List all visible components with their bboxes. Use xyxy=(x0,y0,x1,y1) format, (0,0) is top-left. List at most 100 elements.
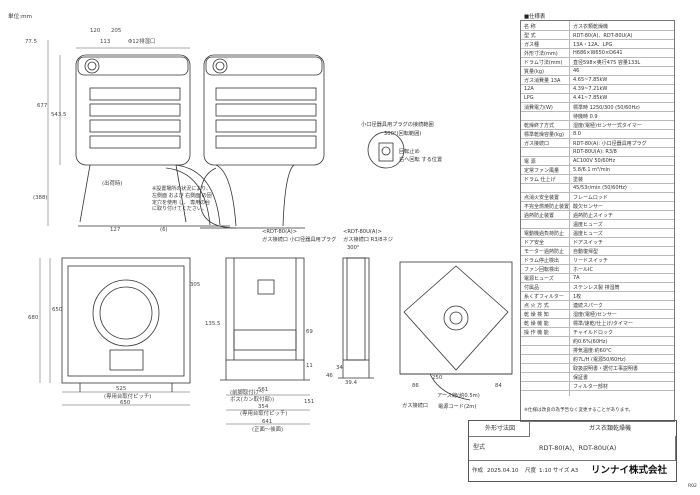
label-gas-inlet: ガス接続口 xyxy=(402,403,428,409)
spec-row: 排気温度:約60℃ xyxy=(521,345,674,355)
spec-row: 消費電力(W)標準時 1250/300 (50/60Hz) xyxy=(521,102,674,112)
mounting-note: ※設置場所の状況により、 左側面 および 右側面 の固定穴を使用 し、 専用の台… xyxy=(152,186,212,213)
size-label: サイズ xyxy=(553,468,570,474)
dim-388: (388) xyxy=(33,195,48,201)
dim-84: 84 xyxy=(495,383,502,389)
dim-77: 77.5 xyxy=(25,39,38,45)
model-label: 型式 xyxy=(473,444,486,451)
spec-row: フィルター部材 xyxy=(521,381,674,391)
spec-row: 乾 燥 検 知湿度(電極)センサー xyxy=(521,309,674,319)
spec-row: 名 称ガス衣類乾燥機 xyxy=(521,21,674,31)
spec-row: 点 火 方 式連続スパーク xyxy=(521,300,674,310)
model-names: RDT-80(A)、RDT-80U(A) xyxy=(539,444,617,452)
dim-680: 680 xyxy=(28,315,39,321)
spec-row: ドア安全ドアスイッチ xyxy=(521,237,674,247)
dim-46: 46 xyxy=(326,373,333,379)
dim-677: 677 xyxy=(37,103,48,109)
date-label: 作成 xyxy=(472,468,484,474)
date-value: 2025.04.10 xyxy=(487,468,519,474)
label-power-cord: 電源コード(2m) xyxy=(438,404,477,410)
spec-row: 温度ヒューズ xyxy=(521,219,674,229)
dim-354: 354 xyxy=(258,404,269,410)
dim-127: 127 xyxy=(110,227,121,233)
label-300deg: 300° xyxy=(347,245,360,251)
spec-row: ドラム 仕上げ塗装 xyxy=(521,174,674,184)
plug-angle: 300°(回転範囲) xyxy=(384,131,422,137)
dim-641: 641 xyxy=(262,419,273,425)
spec-row: 保証書 xyxy=(521,372,674,382)
spec-row: 不完全燃焼防止装置酸欠センサー xyxy=(521,201,674,211)
spec-row: 乾燥終了方式湿度(電極)センサー式タイマー xyxy=(521,120,674,130)
dim-86: 86 xyxy=(412,383,419,389)
plug-rotation-stop: 回転止め xyxy=(399,149,420,155)
dim-135: 135.5 xyxy=(205,321,221,327)
label-earth-wire: アース線(約0.5m) xyxy=(437,393,480,399)
side-view-bottom xyxy=(220,257,310,381)
spec-row: 質量(kg)46 xyxy=(521,66,674,76)
dim-151: 151 xyxy=(304,399,315,405)
spec-row: ドラム停止検出リードスイッチ xyxy=(521,255,674,265)
dim-250: 250 xyxy=(432,375,443,381)
unit-label: 単位:mm xyxy=(8,14,32,20)
spec-row: 標準乾燥容量(kg)8.0 xyxy=(521,129,674,139)
spec-row: 過熱防止装置過熱防止スイッチ xyxy=(521,210,674,220)
dim-depth-note2: ボス(カン取付部)) xyxy=(230,397,275,403)
rear-view xyxy=(399,261,513,401)
dim-113: 113 xyxy=(100,39,111,45)
spec-row: 待機時 0.9 xyxy=(521,111,674,121)
spec-row: 操 作 機 能チャイルドロック xyxy=(521,327,674,337)
label-rdt80: <RDT-80(A)> xyxy=(262,229,298,235)
dim-650: 650 xyxy=(120,400,131,406)
dim-39: 39.4 xyxy=(345,380,358,386)
plug-detail-title: 小口径器具用プラグの接続範囲 xyxy=(361,122,434,128)
spec-row: RDT-80U(A): R3/8 xyxy=(521,147,674,157)
dim-11: 11 xyxy=(306,363,313,369)
label-gas-plug: ガス接続口 小口径器具用プラグ xyxy=(262,237,337,243)
front-view-top xyxy=(75,54,230,227)
spec-row: 付属品ステンレス製 排湿筒 xyxy=(521,282,674,292)
dimension-lines xyxy=(39,40,310,425)
spec-row: 乾 燥 機 能標準/速乾/仕上げ/タイマー xyxy=(521,318,674,328)
front-view-bottom xyxy=(61,257,191,392)
scale-value: 1:10 xyxy=(539,468,552,474)
spec-footnote: ※仕様は改良の為予告なく変更することがあります。 xyxy=(524,408,634,413)
drawing-title: 外形寸法図 xyxy=(485,425,516,432)
spec-row: 約0.6%(60Hz) xyxy=(521,336,674,346)
label-shipping: (出荷時) xyxy=(102,181,123,187)
side-view-top xyxy=(199,54,325,229)
spec-row: ドラム寸法(mm)直径598×奥行475 容量133L xyxy=(521,57,674,67)
dim-650v: 650 xyxy=(52,307,63,313)
spec-table-header: ■仕様表 xyxy=(524,14,546,20)
label-rdt80u: <RDT-80U(A)> xyxy=(343,229,382,235)
spec-row: 外形寸法(mm)H686×W650×D641 xyxy=(521,48,674,58)
dim-6: (6) xyxy=(160,227,168,233)
spec-row: モーター過熱防止自動復帰型 xyxy=(521,246,674,256)
spec-row: 電動機過負荷防止温度ヒューズ xyxy=(521,228,674,238)
plug-fix-note: 右へ回転 する位置 xyxy=(399,157,443,163)
narrow-side-view xyxy=(338,257,374,379)
plug-detail xyxy=(367,131,405,169)
company-name: リンナイ株式会社 xyxy=(591,465,668,476)
dim-34: 34 xyxy=(336,365,343,371)
spec-row: 点消火安全装置フレームロッド xyxy=(521,192,674,202)
product-name: ガス衣類乾燥機 xyxy=(589,425,632,432)
dim-120: 120 xyxy=(90,28,101,34)
dim-exhaust: Φ12排湿口 xyxy=(128,39,156,45)
label-gas-thread: ガス接続口 R3/8ネジ xyxy=(343,237,393,243)
spec-row: 約7L/H (電源50/60Hz) xyxy=(521,354,674,364)
dim-69: 69 xyxy=(306,329,313,335)
dim-561: 561 xyxy=(258,387,269,393)
dim-641-note: (正面～後面) xyxy=(252,427,284,433)
size-value: A3 xyxy=(571,468,579,474)
